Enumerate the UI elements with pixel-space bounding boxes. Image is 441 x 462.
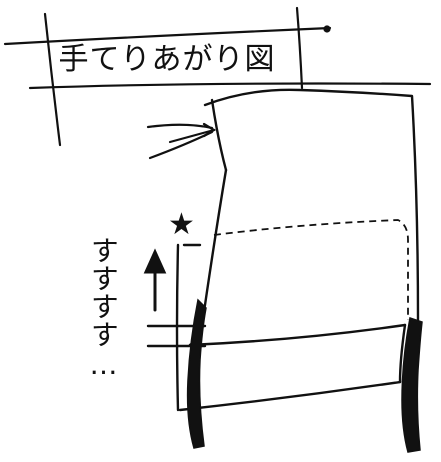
side-annotation: すすすす… bbox=[87, 236, 120, 381]
fold-arrow bbox=[148, 124, 214, 158]
fold-arrow-head bbox=[204, 124, 214, 136]
cloth-lower-seam bbox=[190, 325, 405, 345]
cloth-top-edge bbox=[205, 90, 418, 320]
diagram-title: 手てりあがり図 bbox=[58, 42, 276, 77]
title-right-line bbox=[297, 8, 302, 88]
cloth-left-side bbox=[177, 245, 178, 410]
title-top-line bbox=[5, 28, 330, 44]
cloth-right-lower bbox=[400, 325, 405, 382]
fold-arrow-shaft bbox=[170, 130, 214, 142]
up-arrow-head bbox=[146, 252, 164, 272]
tassel-right bbox=[402, 318, 422, 452]
fold-arrow-bottom bbox=[150, 132, 212, 158]
title-bottom-line bbox=[30, 84, 430, 89]
title-line-dot bbox=[323, 25, 331, 33]
tassel-left bbox=[188, 300, 206, 448]
dashed-fold-line bbox=[214, 220, 408, 320]
title-left-line bbox=[45, 14, 60, 145]
fold-arrow-top bbox=[148, 125, 212, 128]
star-mark: ★ bbox=[168, 207, 195, 242]
title-frame bbox=[5, 8, 430, 145]
tassels bbox=[188, 300, 422, 452]
cloth-fold-left bbox=[212, 100, 226, 170]
up-arrow bbox=[146, 252, 164, 310]
cloth-bottom-edge bbox=[180, 382, 400, 410]
